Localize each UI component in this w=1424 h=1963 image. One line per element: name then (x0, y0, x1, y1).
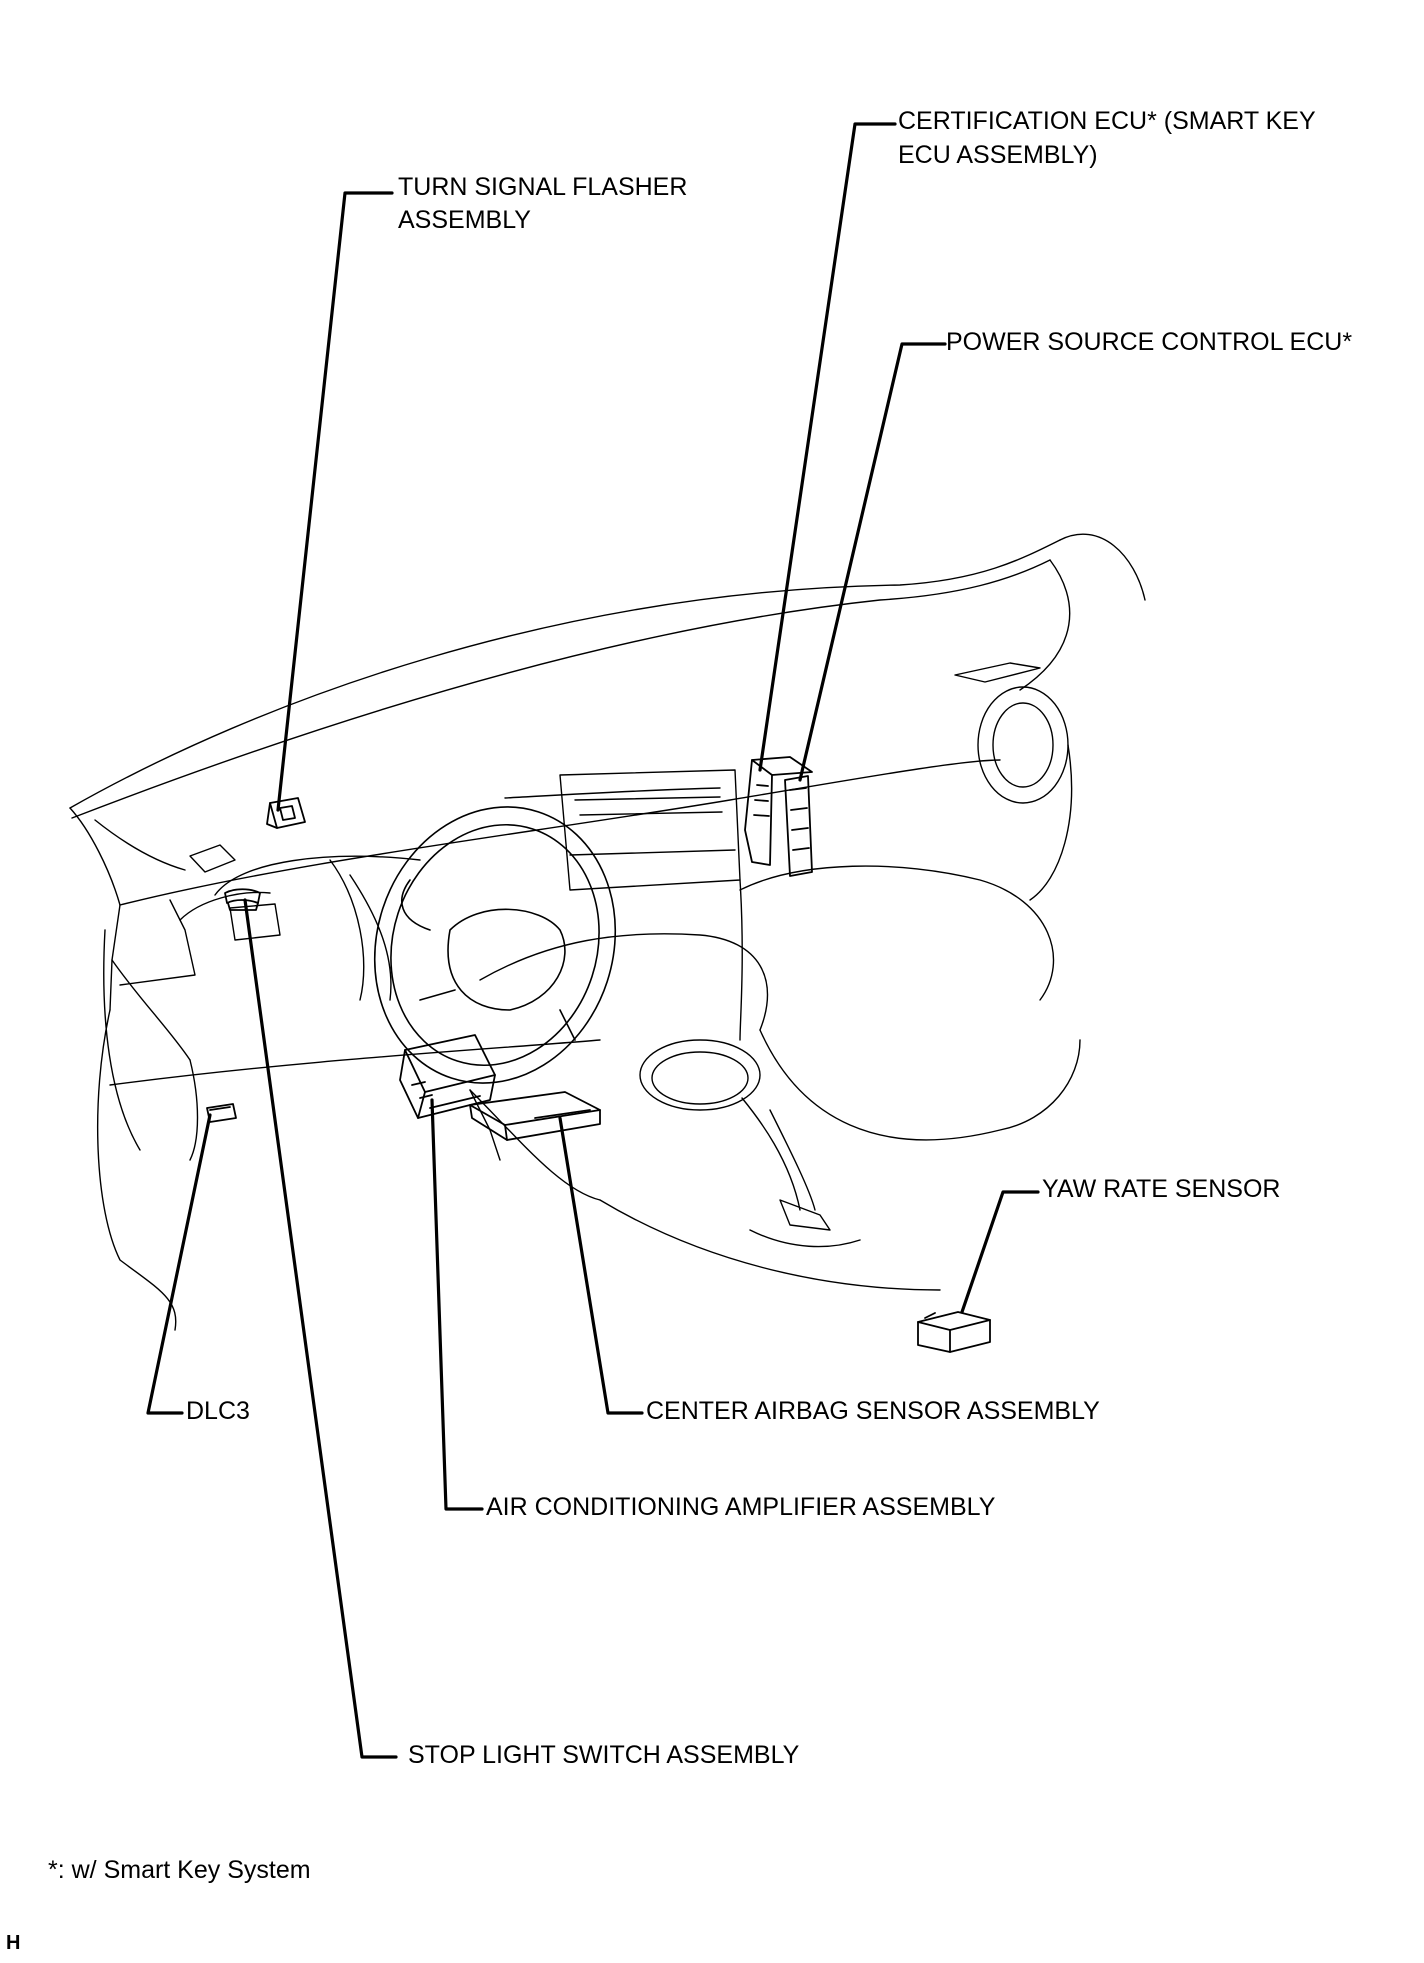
label-stop-light-switch: STOP LIGHT SWITCH ASSEMBLY (408, 1741, 800, 1769)
footnote: *: w/ Smart Key System (48, 1856, 311, 1884)
air-conditioning-amplifier-component (399, 1034, 496, 1119)
leader-air-conditioning (430, 1098, 484, 1511)
leader-stop-light (243, 898, 398, 1759)
leader-dlc3 (146, 1113, 212, 1415)
power-source-control-ecu-component (784, 775, 813, 877)
steering-wheel (373, 806, 617, 1084)
leader-lines (146, 122, 1040, 1759)
label-turn-signal-flasher-line1: TURN SIGNAL FLASHER (398, 173, 688, 201)
label-air-conditioning-amplifier: AIR CONDITIONING AMPLIFIER ASSEMBLY (486, 1493, 996, 1521)
dashboard-outline (69, 533, 1146, 1331)
certification-ecu-component (744, 756, 813, 866)
label-yaw-rate-sensor: YAW RATE SENSOR (1042, 1175, 1281, 1203)
leader-certification-ecu (758, 122, 897, 772)
label-center-airbag-sensor: CENTER AIRBAG SENSOR ASSEMBLY (646, 1397, 1100, 1425)
label-certification-ecu-line1: CERTIFICATION ECU* (SMART KEY (898, 107, 1316, 135)
leader-center-airbag (558, 1116, 644, 1415)
turn-signal-flasher-component (266, 797, 306, 829)
label-dlc3: DLC3 (186, 1397, 250, 1425)
center-airbag-sensor-component (469, 1091, 601, 1141)
label-power-source-control-ecu: POWER SOURCE CONTROL ECU* (946, 328, 1353, 356)
label-certification-ecu-line2: ECU ASSEMBLY) (898, 141, 1098, 169)
stop-light-switch-component (224, 888, 261, 911)
leader-turn-signal (276, 191, 394, 812)
yaw-rate-sensor-component (917, 1311, 991, 1353)
dlc3-component (206, 1103, 237, 1123)
leader-power-source-ecu (798, 342, 947, 782)
label-turn-signal-flasher-line2: ASSEMBLY (398, 206, 531, 234)
corner-mark: H (6, 1932, 21, 1954)
leader-yaw-rate (960, 1190, 1040, 1314)
